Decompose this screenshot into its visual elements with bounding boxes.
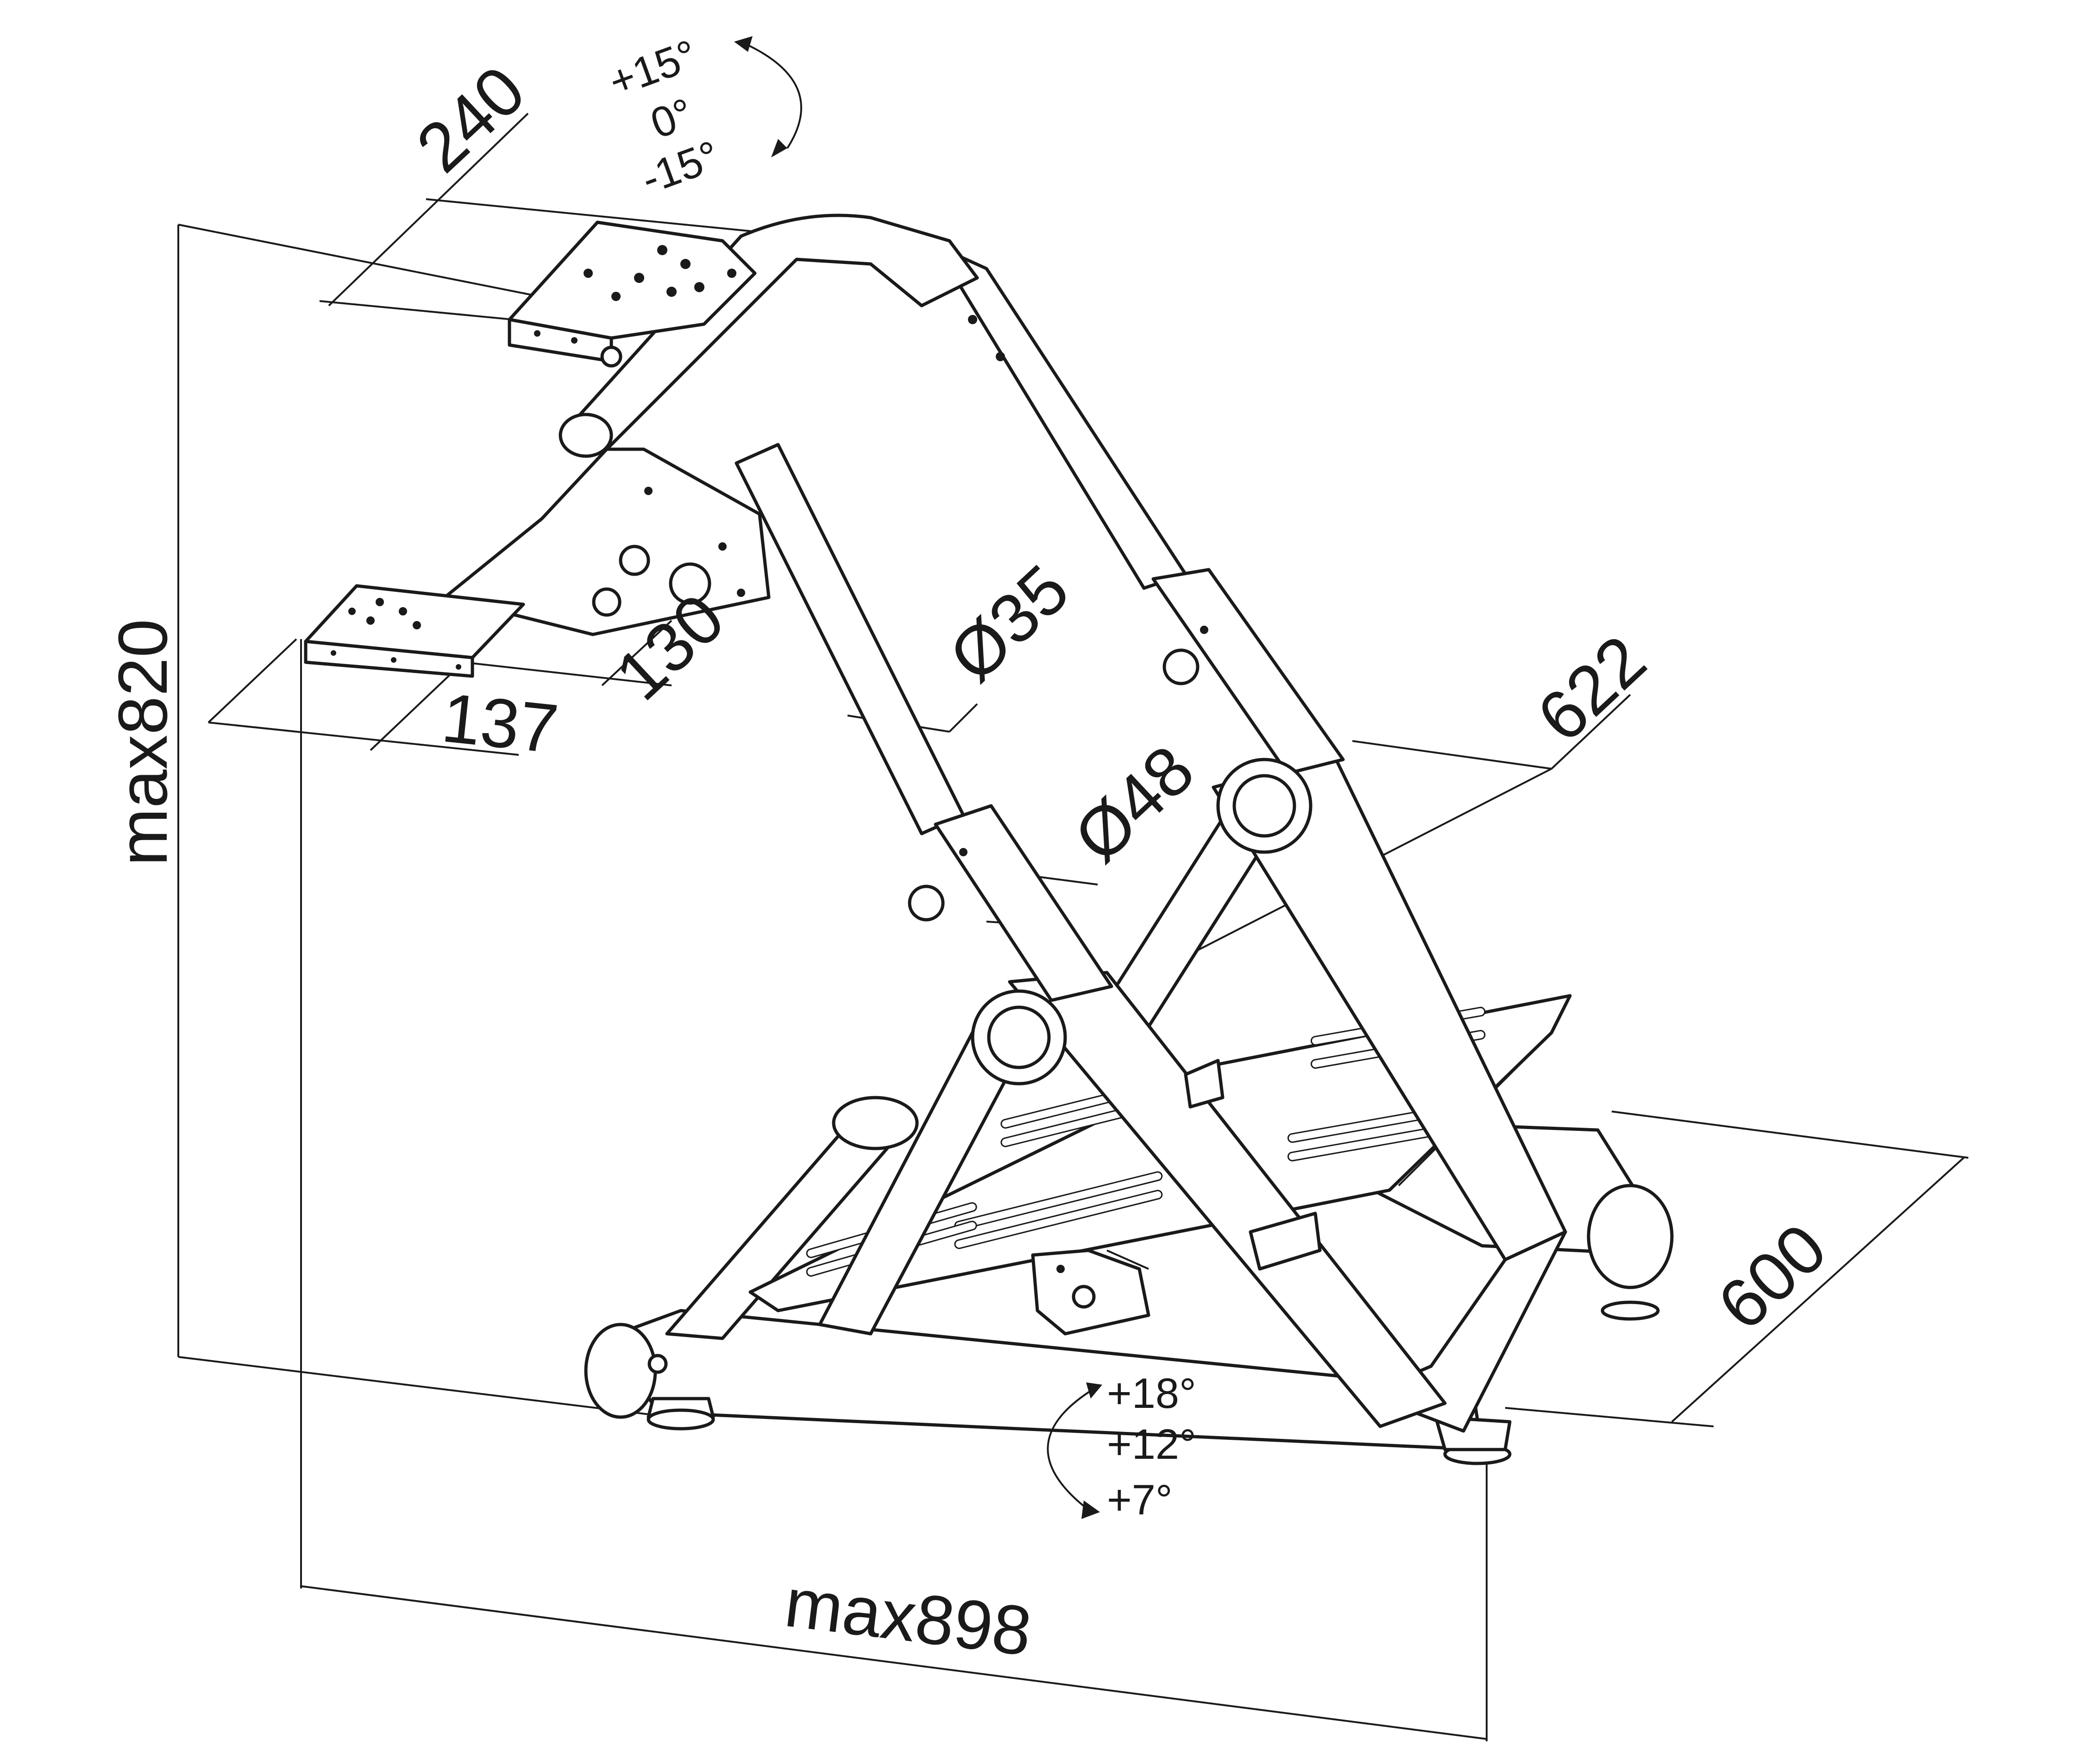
dimension-137: 137 xyxy=(439,678,562,768)
wheel-plate-edge-hole xyxy=(534,330,540,337)
wheel-plate-extension-top xyxy=(426,198,755,232)
tube-hole xyxy=(996,352,1005,361)
shifter-plate-extension xyxy=(208,722,519,756)
wheel-tilt-minus: -15° xyxy=(635,132,725,203)
wheel-tilt-arrow-path xyxy=(745,43,802,149)
bracket-hole xyxy=(619,545,650,576)
wheel-plate-hole xyxy=(634,273,644,283)
dimension-max898: max898 xyxy=(781,1563,1036,1670)
wheel-plate-tilt-knob-icon xyxy=(600,345,622,368)
shifter-depth-dimension-line xyxy=(601,620,672,686)
shifter-plate-edge-hole xyxy=(331,650,336,656)
hinge-bolt xyxy=(1072,1285,1096,1309)
left-side-tube-cap xyxy=(832,1096,919,1150)
wheel-tilt-arrow-icon xyxy=(734,36,802,157)
pedal-tilt-high: +18° xyxy=(1107,1370,1196,1417)
wheel-plate-hole xyxy=(584,269,593,278)
pedal-tilt-arrow-head-bottom xyxy=(1081,1500,1100,1519)
slot xyxy=(954,1190,1163,1249)
dimension-max820: max820 xyxy=(104,619,182,866)
shifter-plate-hole xyxy=(366,616,375,625)
wheel-plate xyxy=(508,220,757,368)
bracket-bolt xyxy=(737,589,745,597)
right-outer-sleeve xyxy=(1151,568,1345,775)
upright-frame xyxy=(559,213,1567,1433)
left-inner-slide-tube xyxy=(735,443,965,835)
wheel-tilt-plus: +15° xyxy=(603,31,703,106)
height-extension-bottom xyxy=(178,1356,672,1418)
pedal-tilt-arrow-head-top xyxy=(1086,1382,1102,1399)
base-width-extension-top xyxy=(1611,1111,1969,1159)
tube-small-leader-tick xyxy=(948,703,978,733)
dimension-tube-48: Ø48 xyxy=(1059,730,1208,877)
bracket-bolt xyxy=(644,487,653,495)
pedal-tilt-arrow-icon xyxy=(1047,1382,1102,1519)
top-hoop-elbow-cap xyxy=(559,413,613,458)
left-outer-sleeve xyxy=(934,804,1113,1002)
pedal-tilt-arrow-path xyxy=(1047,1388,1094,1511)
dimension-622: 622 xyxy=(1522,621,1660,757)
height-extension-top xyxy=(178,224,586,307)
left-hub-tube-inner xyxy=(987,1005,1051,1069)
shifter-plate-edge-left xyxy=(207,638,297,723)
bracket-hole-large xyxy=(669,562,711,605)
wheel-plate-hole xyxy=(611,292,621,301)
right-hub-tube-inner xyxy=(1232,774,1296,838)
dimension-240: 240 xyxy=(402,51,540,187)
shifter-plate-front-edge xyxy=(304,640,474,678)
base-width-dimension-line xyxy=(1671,1157,1965,1423)
left-height-knob-icon xyxy=(908,885,945,922)
sleeve-hole xyxy=(1200,626,1208,634)
wheel-plate-hole xyxy=(680,259,691,269)
pedal-tilt-low: +7° xyxy=(1107,1476,1173,1524)
shifter-plate-edge-hole xyxy=(456,664,461,670)
sleeve-hole xyxy=(959,848,967,856)
wheel-tilt-labels: +15° 0° -15° xyxy=(603,31,725,203)
wheel-plate-extension-bottom xyxy=(319,300,538,323)
frame-width-tick xyxy=(1551,694,1631,770)
shifter-plate-hole xyxy=(376,598,384,606)
base-width-extension-bottom xyxy=(1505,1407,1714,1427)
leg-clamp xyxy=(1184,1059,1225,1109)
frame-width-extension xyxy=(1352,740,1552,770)
leg-latch xyxy=(1249,1212,1322,1271)
dimension-tube-35: Ø35 xyxy=(934,550,1083,696)
hinge-link xyxy=(1106,1249,1149,1270)
wheel-plate-dimension-line xyxy=(328,113,529,307)
shifter-mount xyxy=(304,447,771,678)
wheel-tilt-arrow-head-bottom xyxy=(771,139,787,157)
rear-base-tube-end xyxy=(584,1323,657,1419)
length-dimension-line xyxy=(301,1585,1487,1740)
shifter-plate-hole xyxy=(413,621,421,629)
wheel-tilt-arrow-head-top xyxy=(734,36,753,52)
shifter-plate-edge-hole xyxy=(391,657,396,663)
bracket-bolt xyxy=(718,542,727,551)
tube-hole xyxy=(968,315,977,324)
front-base-tube-end xyxy=(1587,1184,1674,1289)
wheel-plate-hole xyxy=(657,245,667,255)
dimension-600: 600 xyxy=(1703,1209,1841,1345)
rear-base-bolt xyxy=(647,1354,668,1374)
wheel-plate-hole xyxy=(666,287,677,297)
hinge-hole xyxy=(1056,1265,1065,1273)
rear-left-foot-pad xyxy=(647,1408,715,1431)
bracket-hole xyxy=(592,587,622,617)
pedal-tilt-mid: +12° xyxy=(1107,1421,1196,1468)
wheel-plate-edge-hole xyxy=(571,337,578,344)
wheel-plate-hole xyxy=(727,269,736,278)
pedal-tilt-labels: +18° +12° +7° xyxy=(1107,1370,1196,1524)
shifter-plate-dimension-line xyxy=(370,661,464,751)
front-foot-pad xyxy=(1601,1300,1660,1321)
right-inner-slide-tube xyxy=(934,244,1187,590)
shifter-depth-extension xyxy=(463,661,672,686)
wheel-plate-hole xyxy=(694,282,704,292)
right-height-knob-icon xyxy=(1162,648,1200,685)
shifter-plate-hole xyxy=(348,608,356,615)
shifter-plate-hole xyxy=(399,607,407,615)
